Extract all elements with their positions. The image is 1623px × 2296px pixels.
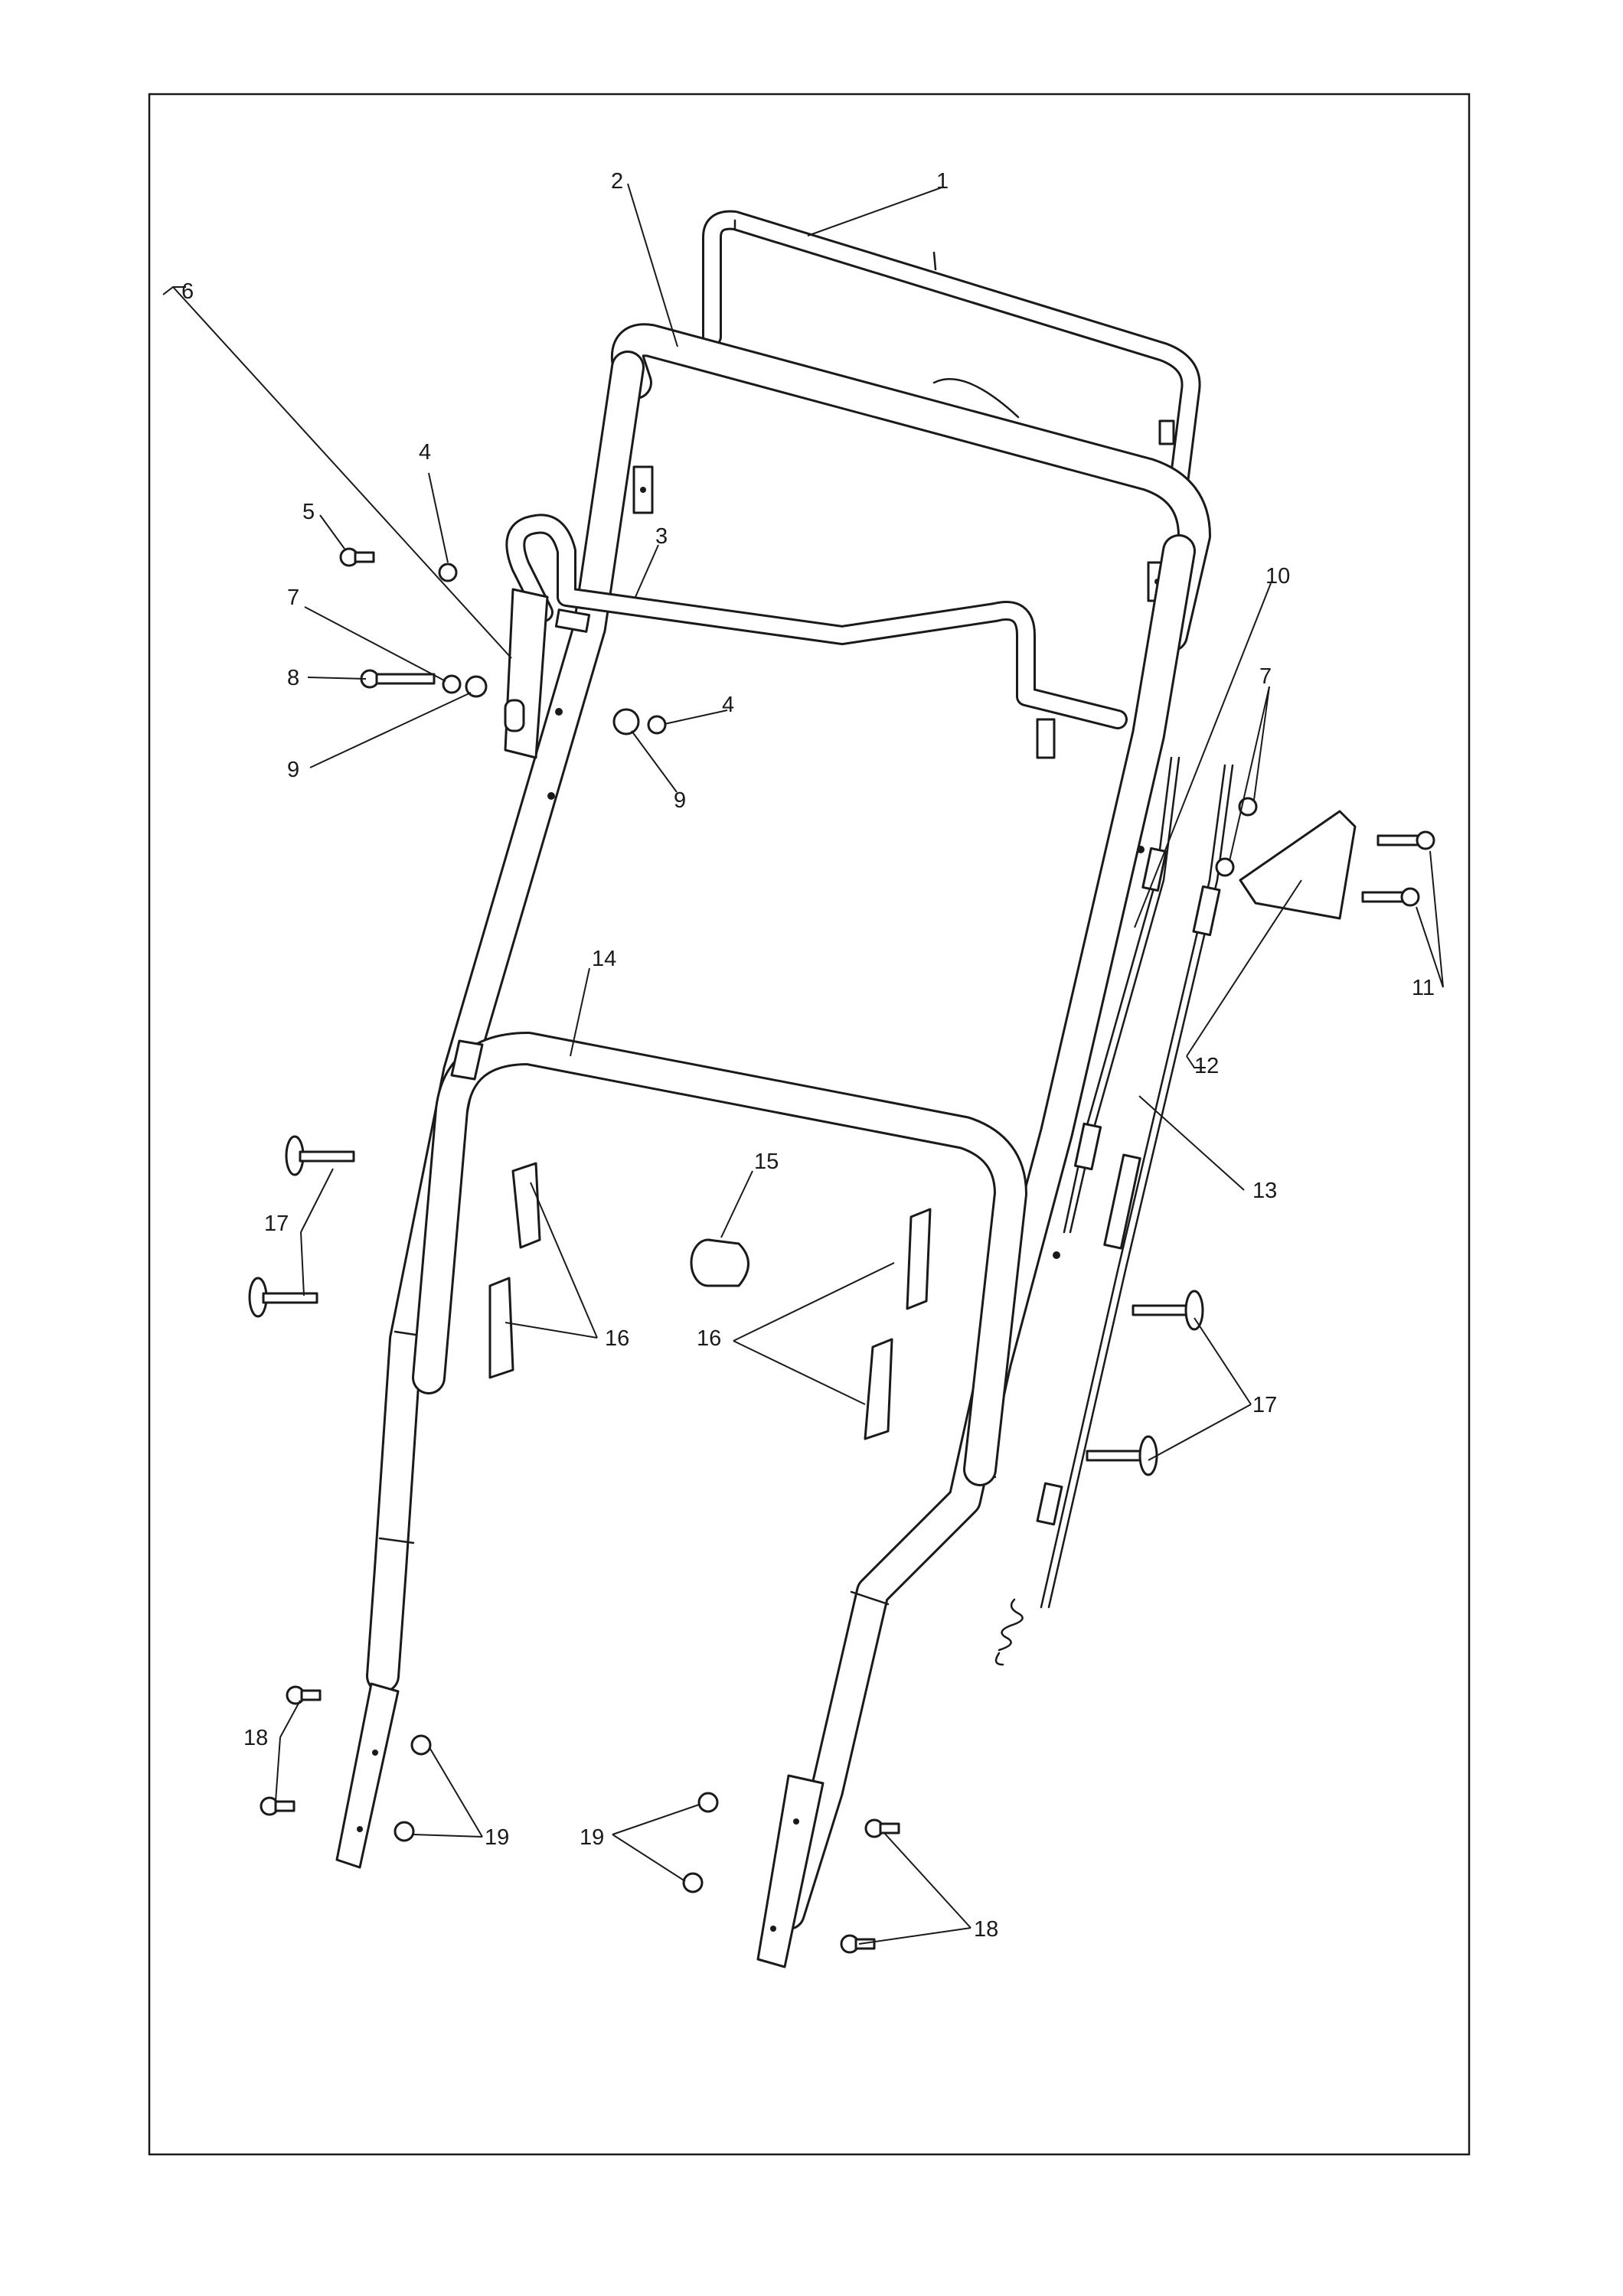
leader-lines xyxy=(162,183,1444,1945)
part-17-pin xyxy=(1086,1435,1158,1476)
part-12-cable-bracket xyxy=(1239,810,1357,920)
part-2-upper-handle xyxy=(610,323,1211,652)
part-6-bracket xyxy=(504,588,549,759)
part-4-nut xyxy=(438,563,458,582)
callout-4: 4 xyxy=(419,440,431,465)
part-18-bolt xyxy=(864,1818,900,1838)
callout-13: 13 xyxy=(1252,1179,1277,1203)
part-14-lower-handle xyxy=(412,1032,1027,1486)
callout-11: 11 xyxy=(1412,976,1435,1000)
drawing-frame xyxy=(148,93,1471,2156)
part-10-13-cables xyxy=(994,756,1234,1666)
part-19-nut xyxy=(394,1821,415,1842)
callout-7: 7 xyxy=(287,585,299,610)
callout-9: 9 xyxy=(287,758,299,782)
part-11-bolt xyxy=(1361,887,1420,907)
part-3-lower-bail xyxy=(505,514,1128,759)
part-16-knob xyxy=(906,1208,932,1310)
callout-numbers: 1 2 3 4 4 5 6 7 7 8 9 9 10 11 12 13 14 1… xyxy=(181,169,1435,1942)
callout-10: 10 xyxy=(1265,564,1290,589)
callout-9: 9 xyxy=(674,788,686,813)
part-9-washer xyxy=(465,675,488,698)
callout-19: 19 xyxy=(580,1825,604,1850)
callout-17: 17 xyxy=(1252,1393,1277,1417)
callout-17: 17 xyxy=(264,1212,289,1236)
part-19-nut xyxy=(682,1872,704,1893)
part-19-nut xyxy=(410,1734,432,1756)
part-5-bolt xyxy=(339,547,375,567)
part-17-pin xyxy=(1132,1290,1204,1331)
part-19-nut xyxy=(697,1792,719,1813)
part-7-nut xyxy=(1238,797,1258,817)
callout-18: 18 xyxy=(974,1917,998,1942)
part-8-bolt xyxy=(360,669,436,689)
callout-5: 5 xyxy=(302,500,315,524)
callout-18: 18 xyxy=(243,1726,268,1750)
callout-4: 4 xyxy=(722,693,734,717)
part-1-drive-bail xyxy=(702,210,1201,492)
callout-7: 7 xyxy=(1259,664,1272,689)
callout-14: 14 xyxy=(592,947,616,971)
main-handle-frame xyxy=(366,351,1196,1930)
callout-12: 12 xyxy=(1194,1054,1219,1078)
part-17-pin xyxy=(285,1135,355,1176)
callout-8: 8 xyxy=(287,666,299,690)
part-15-bushing xyxy=(690,1238,749,1287)
callout-19: 19 xyxy=(485,1825,509,1850)
part-16-knob xyxy=(864,1338,893,1440)
callout-2: 2 xyxy=(611,169,623,194)
part-18-bolt xyxy=(286,1685,322,1705)
callout-16: 16 xyxy=(605,1326,629,1351)
part-7-nut xyxy=(1215,857,1235,877)
part-17-pin xyxy=(248,1277,318,1318)
lower-handle-ends xyxy=(335,1682,825,1968)
part-9-washer xyxy=(612,708,640,735)
part-18-bolt xyxy=(260,1796,296,1816)
part-18-bolt xyxy=(840,1934,876,1954)
hardware xyxy=(248,547,1435,1954)
part-4-nut xyxy=(647,715,667,735)
callout-3: 3 xyxy=(655,524,668,549)
callout-15: 15 xyxy=(754,1150,779,1174)
callout-16: 16 xyxy=(697,1326,721,1351)
part-16-knob xyxy=(488,1277,514,1379)
part-7-nut xyxy=(442,674,462,694)
part-11-bolt xyxy=(1376,830,1435,850)
part-16-knob xyxy=(511,1162,541,1249)
callout-6: 6 xyxy=(181,279,194,304)
callout-1: 1 xyxy=(936,169,949,194)
